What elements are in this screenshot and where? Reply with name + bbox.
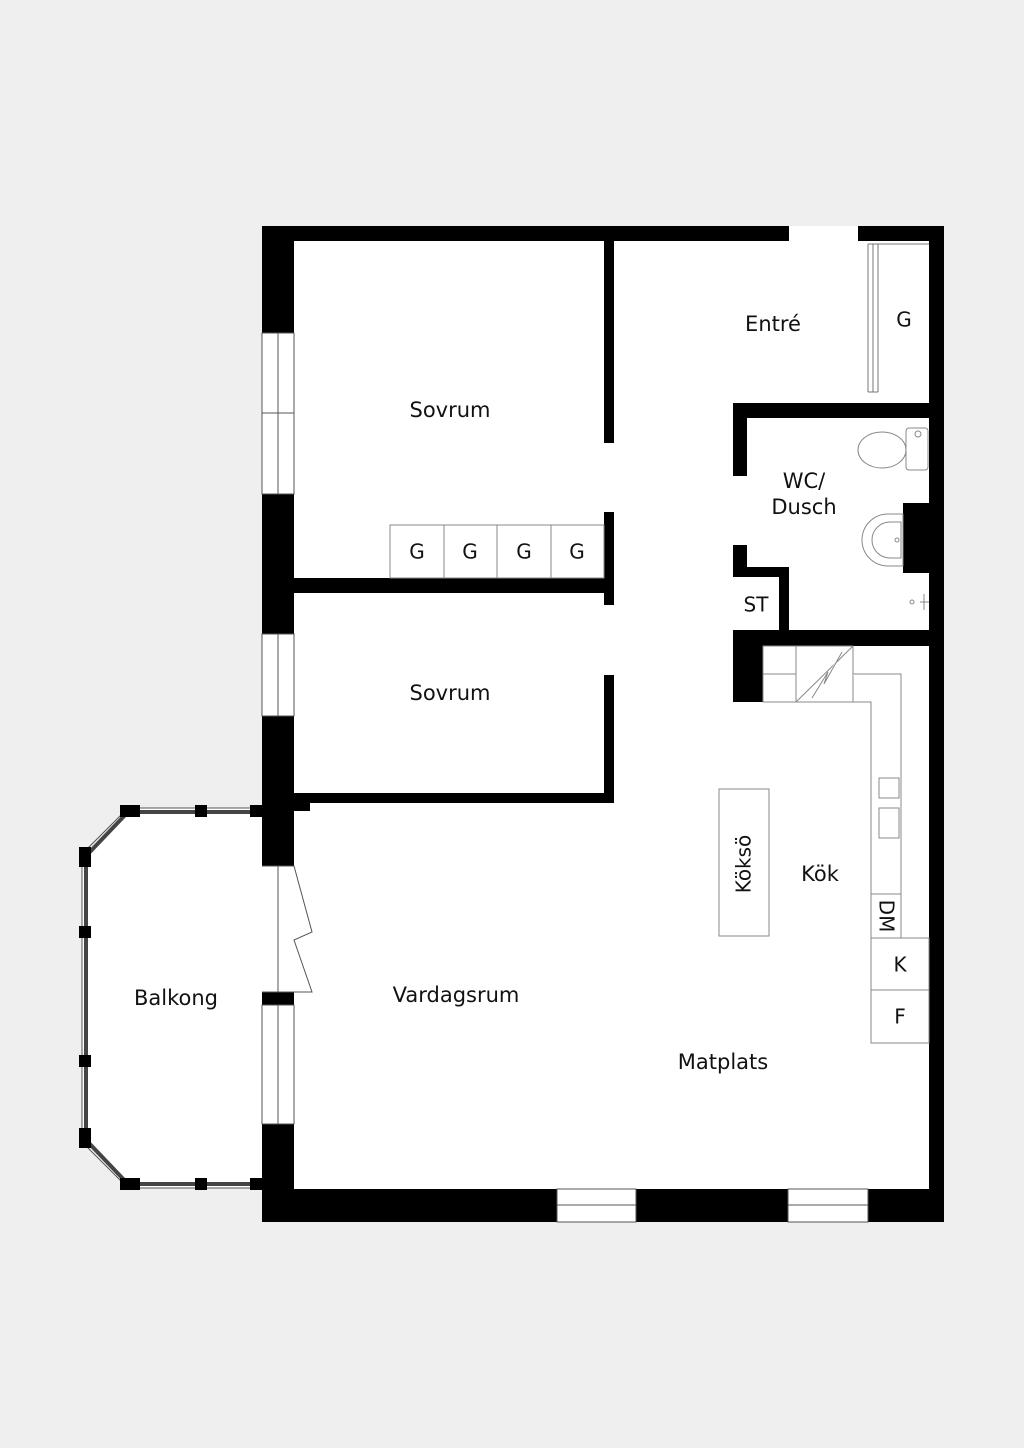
- room-label-sovrum-2: Sovrum: [409, 680, 491, 705]
- room-label-vardagsrum: Vardagsrum: [392, 982, 520, 1007]
- wc-label-line-1: WC/: [782, 468, 826, 493]
- toilet-icon: [857, 427, 929, 471]
- wardrobe-label-3: G: [516, 539, 532, 564]
- outer-walls: [262, 226, 944, 1222]
- wardrobe-label-1: G: [409, 539, 425, 564]
- kitchen-island-label: Köksö: [731, 834, 756, 894]
- sink-icon: [861, 513, 904, 567]
- room-label-entre: Entré: [745, 311, 801, 336]
- entry-wardrobe: [867, 243, 929, 393]
- wc-label-line-2: Dusch: [771, 495, 837, 519]
- wardrobe-label-entre: G: [896, 307, 912, 332]
- interior-walls: [294, 241, 929, 811]
- bedroom-wardrobes: [389, 524, 605, 579]
- kitchen-counter: [763, 673, 930, 1044]
- electrical-panel: [762, 645, 854, 703]
- freezer-label: F: [894, 1004, 906, 1029]
- dishwasher-label: DM: [874, 899, 899, 933]
- windows: [261, 332, 869, 1223]
- room-label-st: ST: [743, 592, 769, 617]
- wardrobe-label-4: G: [569, 539, 585, 564]
- kitchen-island: [718, 788, 770, 937]
- room-label-balkong: Balkong: [133, 985, 219, 1010]
- room-label-wc-dusch: WC/ Dusch: [771, 468, 836, 521]
- shower-icon: [909, 594, 929, 610]
- balcony-railing: [79, 805, 264, 1190]
- room-label-sovrum-1: Sovrum: [409, 397, 491, 422]
- balcony-floor: [82, 808, 262, 1188]
- room-label-kok: Kök: [801, 861, 839, 886]
- fridge-label: K: [893, 952, 907, 977]
- room-label-matplats: Matplats: [677, 1049, 769, 1074]
- balcony-door: [262, 865, 313, 993]
- wardrobe-label-2: G: [462, 539, 478, 564]
